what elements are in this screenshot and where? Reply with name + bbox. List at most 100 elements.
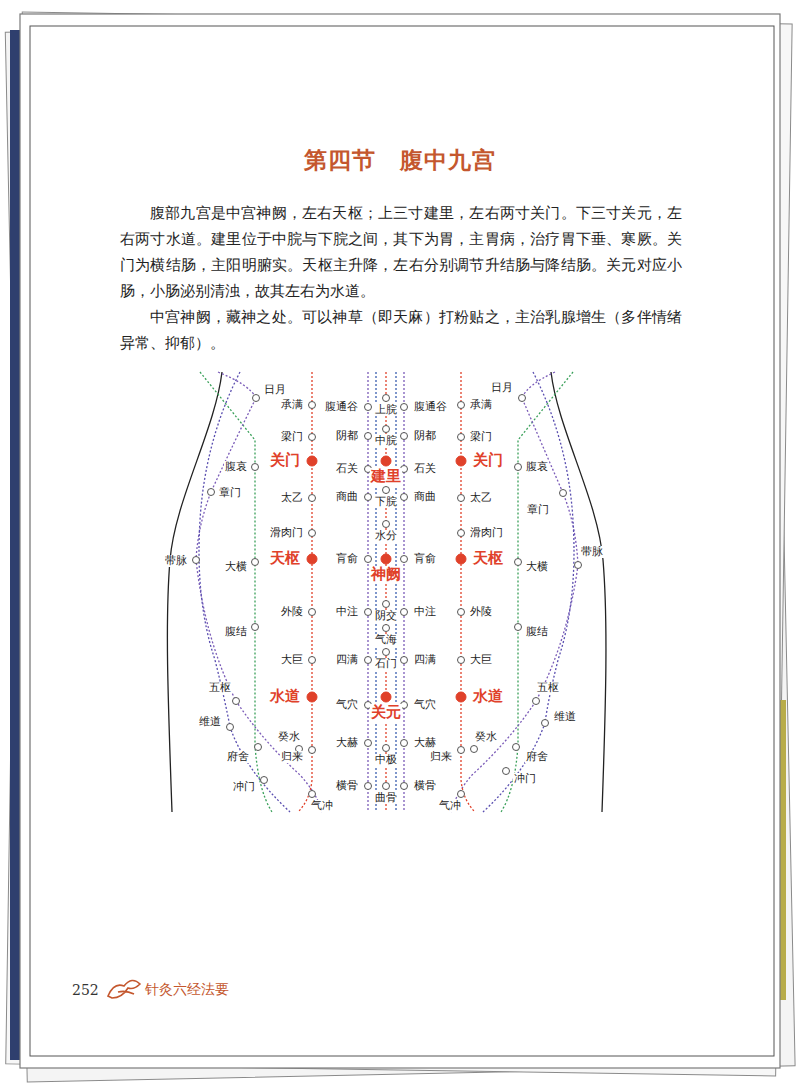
acupoint-dot bbox=[383, 625, 390, 632]
acupoint-dot bbox=[383, 649, 390, 656]
acupoint-dot bbox=[383, 426, 390, 433]
acupoint-name: 关门 bbox=[269, 452, 301, 469]
acupoint-dot bbox=[365, 433, 372, 440]
acupoint-dot bbox=[252, 624, 259, 631]
acupoint-name: 肓俞 bbox=[335, 553, 359, 565]
acupoint-name: 承满 bbox=[469, 399, 493, 411]
acupoint-name: 外陵 bbox=[469, 606, 493, 618]
acupoint-dot bbox=[519, 395, 526, 402]
acupoint-name: 冲门 bbox=[232, 781, 256, 793]
acupoint-name: 天枢 bbox=[269, 550, 301, 567]
acupoint-name: 商曲 bbox=[413, 491, 437, 503]
acupoint-dot bbox=[309, 434, 316, 441]
acupoint-name: 冲门 bbox=[513, 773, 537, 785]
acupoint-name: 大横 bbox=[224, 561, 248, 573]
acupoint-name: 腹通谷 bbox=[413, 401, 448, 413]
liver-meridian bbox=[199, 372, 290, 812]
gallbladder-meridian bbox=[451, 372, 578, 812]
acupoint-name: 水道 bbox=[472, 688, 504, 705]
acupoint-dot bbox=[401, 494, 408, 501]
acupoint-dot bbox=[533, 698, 540, 705]
acupoint-name: 曲骨 bbox=[374, 792, 398, 804]
acupoint-name: 水道 bbox=[269, 688, 301, 705]
acupoint-dot bbox=[401, 404, 408, 411]
acupoint-name: 大横 bbox=[525, 561, 549, 573]
acupoint-dot bbox=[307, 692, 317, 702]
acupoint-name: 气海 bbox=[374, 634, 398, 646]
acupoint-dot bbox=[456, 456, 466, 466]
acupoint-dot bbox=[383, 395, 390, 402]
acupoint-dot bbox=[383, 601, 390, 608]
acupoint-dot bbox=[401, 556, 408, 563]
acupoint-dot bbox=[560, 490, 567, 497]
acupoint-dot bbox=[515, 559, 522, 566]
acupoint-name: 太乙 bbox=[469, 492, 493, 504]
acupoint-name: 石关 bbox=[413, 463, 437, 475]
body-outline bbox=[167, 372, 222, 812]
acupoint-name: 腹哀 bbox=[525, 461, 549, 473]
spleen-meridian bbox=[200, 372, 272, 812]
acupoint-name: 阴都 bbox=[413, 430, 437, 442]
acupoint-name: 腹结 bbox=[224, 626, 248, 638]
acupoint-name: 横骨 bbox=[413, 780, 437, 792]
acupoint-name: 带脉 bbox=[580, 546, 604, 558]
acupoint-name: 阴交 bbox=[374, 610, 398, 622]
acupoint-name: 大巨 bbox=[469, 654, 493, 666]
acupoint-name: 阴都 bbox=[335, 430, 359, 442]
acupoint-dot bbox=[365, 494, 372, 501]
acupoint-name: 石门 bbox=[374, 658, 398, 670]
acupoint-name: 章门 bbox=[526, 504, 550, 516]
acupoint-dot bbox=[365, 783, 372, 790]
liver-meridian bbox=[483, 372, 574, 812]
acupoint-name: 关门 bbox=[472, 452, 504, 469]
acupoint-dot bbox=[458, 530, 465, 537]
acupoint-dot bbox=[471, 746, 478, 753]
acupoint-dot bbox=[575, 562, 582, 569]
front-page bbox=[20, 14, 780, 1068]
acupoint-dot bbox=[458, 791, 465, 798]
acupoint-dot bbox=[227, 724, 234, 731]
acupoint-dot bbox=[383, 487, 390, 494]
acupoint-name: 四满 bbox=[335, 654, 359, 666]
acupoint-name: 太乙 bbox=[280, 492, 304, 504]
spleen-meridian bbox=[501, 372, 573, 812]
acupoint-name: 章门 bbox=[218, 487, 242, 499]
acupoint-dot bbox=[456, 554, 466, 564]
acupoint-dot bbox=[309, 657, 316, 664]
acupoint-dots bbox=[193, 395, 582, 798]
acupoint-name: 维道 bbox=[198, 716, 222, 728]
acupoint-dot bbox=[233, 698, 240, 705]
acupoint-dot bbox=[515, 624, 522, 631]
acupoint-dot bbox=[208, 489, 215, 496]
acupoint-dot bbox=[401, 740, 408, 747]
page-frame bbox=[30, 26, 774, 1056]
acupoint-name: 大巨 bbox=[280, 654, 304, 666]
acupoint-dot bbox=[309, 402, 316, 409]
acupoint-name: 梁门 bbox=[469, 431, 493, 443]
body-paragraph: 中宫神阙，藏神之处。可以神草（即天麻）打粉贴之，主治乳腺增生（多伴情绪异常、抑郁… bbox=[120, 304, 682, 356]
acupoint-dot bbox=[365, 740, 372, 747]
acupoint-name: 中脘 bbox=[374, 435, 398, 447]
acupoint-dot bbox=[542, 720, 549, 727]
acupoint-name: 腹通谷 bbox=[324, 401, 359, 413]
acupoint-dot bbox=[381, 554, 391, 564]
acupoint-dot bbox=[365, 556, 372, 563]
acupoint-dot bbox=[458, 747, 465, 754]
acupoint-name: 腹哀 bbox=[224, 461, 248, 473]
acupoint-dot bbox=[401, 783, 408, 790]
acupoint-dot bbox=[255, 744, 262, 751]
acupoint-dot bbox=[309, 609, 316, 616]
acupoint-name: 梁门 bbox=[280, 431, 304, 443]
acupoint-dot bbox=[309, 495, 316, 502]
book-title: 针灸六经法要 bbox=[145, 981, 229, 999]
acupoint-name: 天枢 bbox=[472, 550, 504, 567]
acupoint-name: 维道 bbox=[553, 711, 577, 723]
acupoint-name: 日月 bbox=[263, 384, 287, 396]
acupoint-name: 五枢 bbox=[536, 682, 560, 694]
acupoint-dot bbox=[383, 745, 390, 752]
acupoint-dot bbox=[458, 402, 465, 409]
acupoint-dot bbox=[401, 609, 408, 616]
acupoint-name: 气穴 bbox=[335, 699, 359, 711]
acupoint-name: 石关 bbox=[335, 463, 359, 475]
acupoint-dot bbox=[456, 692, 466, 702]
